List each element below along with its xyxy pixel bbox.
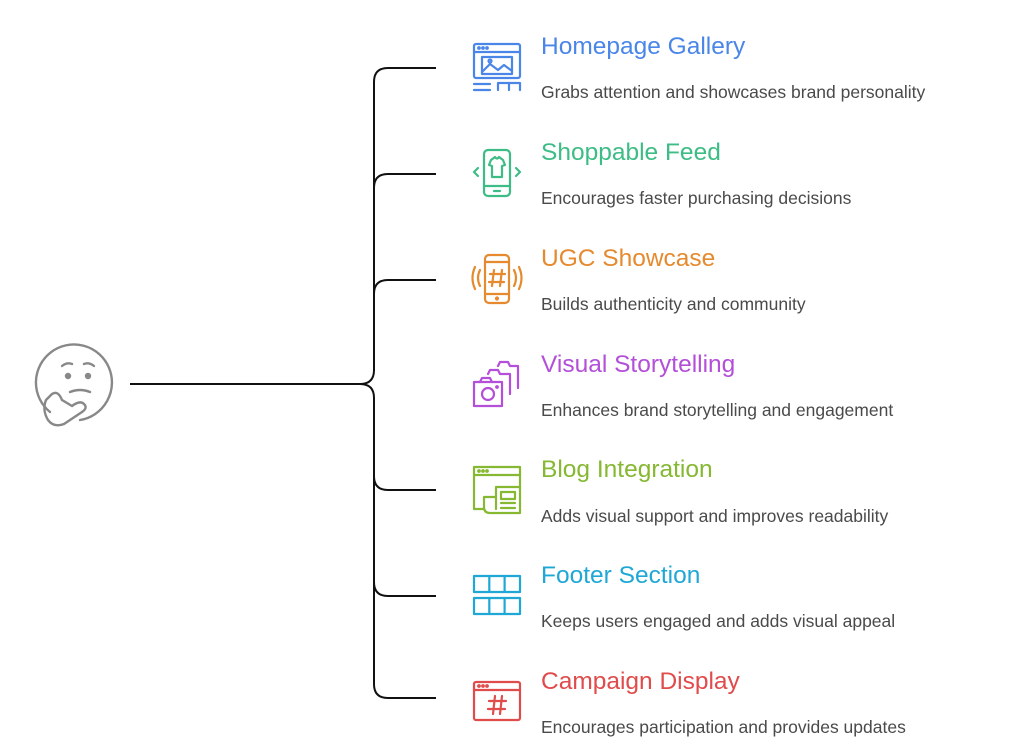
- trunk-line: [359, 67, 436, 699]
- branch-title-campaign-display: Campaign Display: [541, 668, 740, 695]
- branch-description-ugc-showcase: Builds authenticity and community: [541, 294, 806, 314]
- browser-hashtag-icon: [470, 674, 524, 728]
- branch-description-blog-integration: Adds visual support and improves readabi…: [541, 506, 889, 526]
- branch-title-footer-section: Footer Section: [541, 562, 701, 589]
- branch-description-visual-storytelling: Enhances brand storytelling and engageme…: [541, 400, 894, 420]
- branch-line-6: [373, 581, 436, 597]
- branch-line-5: [373, 475, 436, 491]
- branch-line-3: [373, 279, 436, 295]
- branch-title-homepage-gallery: Homepage Gallery: [541, 33, 746, 60]
- branch-title-shoppable-feed: Shoppable Feed: [541, 139, 721, 166]
- website-gallery-icon: [470, 40, 524, 94]
- branch-description-homepage-gallery: Grabs attention and showcases brand pers…: [541, 82, 926, 102]
- phone-shirt-icon: [470, 146, 524, 200]
- branch-title-blog-integration: Blog Integration: [541, 456, 713, 483]
- stacked-photos-icon: [470, 358, 524, 412]
- phone-hashtag-icon: [470, 252, 524, 306]
- branch-title-visual-storytelling: Visual Storytelling: [541, 351, 736, 378]
- browser-article-icon: [470, 463, 524, 517]
- grid-icon: [470, 568, 524, 622]
- branch-title-ugc-showcase: UGC Showcase: [541, 245, 716, 272]
- branch-description-campaign-display: Encourages participation and provides up…: [541, 717, 906, 737]
- branch-line-2: [373, 173, 436, 189]
- branch-description-shoppable-feed: Encourages faster purchasing decisions: [541, 188, 852, 208]
- branch-description-footer-section: Keeps users engaged and adds visual appe…: [541, 611, 896, 631]
- thinking-face-icon: [32, 340, 122, 430]
